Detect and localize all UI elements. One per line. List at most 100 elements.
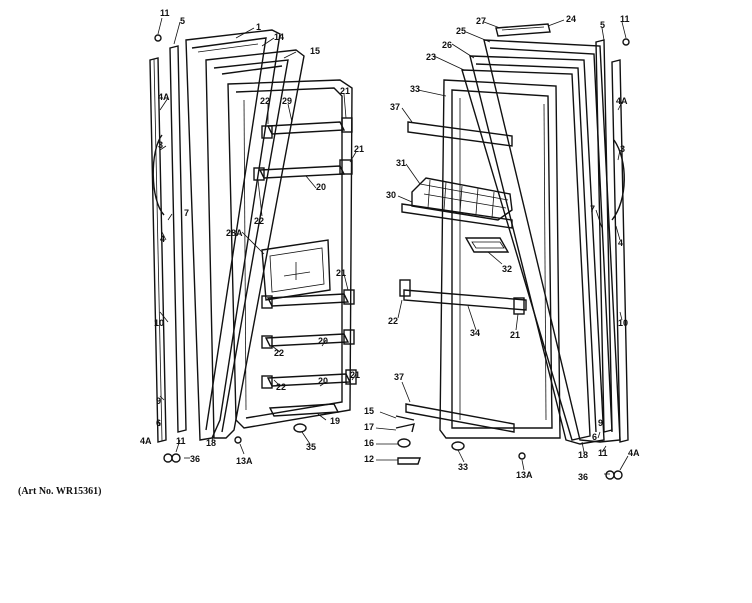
- callout: 9: [156, 396, 161, 406]
- callout: 11: [620, 14, 630, 24]
- freezer-inner-liner: [227, 79, 353, 429]
- callout: 20: [318, 336, 328, 346]
- fresh-food-door-assembly: [375, 19, 630, 480]
- callout: 28A: [226, 228, 243, 238]
- callout: 14: [274, 32, 284, 42]
- callout: 11: [176, 436, 186, 446]
- callout: 5: [180, 16, 185, 26]
- callout: 36: [578, 472, 588, 482]
- callout: 37: [390, 102, 400, 112]
- callout: 22: [254, 216, 264, 226]
- callout: 13A: [516, 470, 533, 480]
- callout: 4A: [628, 448, 640, 458]
- callout: 26: [442, 40, 452, 50]
- part-16-icon: [397, 438, 411, 448]
- part-15-icon: [395, 415, 415, 421]
- hinge-bushing-icon: [154, 34, 162, 42]
- callout: 31: [396, 158, 406, 168]
- callout: 22: [388, 316, 398, 326]
- callout: 11: [598, 448, 608, 458]
- dairy-compartment-grille: [411, 177, 513, 221]
- callout: 23: [426, 52, 436, 62]
- callout: 22: [276, 382, 286, 392]
- callout: 34: [470, 328, 480, 338]
- callout: 21: [340, 86, 350, 96]
- callout: 12: [364, 454, 374, 464]
- callout: 18: [578, 450, 588, 460]
- small-tray: [464, 237, 510, 253]
- callout: 7: [590, 204, 595, 214]
- callout: 21: [354, 144, 364, 154]
- freezer-door-assembly: [149, 17, 357, 463]
- callout: 7: [184, 208, 189, 218]
- callout: 17: [364, 422, 374, 432]
- fresh-shelf-bar-4: [405, 403, 515, 433]
- callout: 22: [260, 96, 270, 106]
- callout-labels: 11 5 1 14 15 22 29 21 4A 3 21 20 7 4 22 …: [140, 8, 640, 482]
- callout: 3: [620, 144, 625, 154]
- art-number-caption: (Art No. WR15361): [18, 486, 102, 497]
- hinge-strip-right: [595, 39, 613, 433]
- fresh-food-door-liner: [469, 55, 605, 445]
- fresh-shelf-bar-1: [407, 121, 513, 147]
- freezer-door-liner: [205, 49, 305, 439]
- freezer-shelf-bar-1: [266, 121, 346, 135]
- callout: 9: [598, 418, 603, 428]
- handle-right: [611, 139, 625, 221]
- callout: 15: [364, 406, 374, 416]
- fresh-food-inner-liner: [439, 79, 561, 439]
- freezer-shelf-bar-4: [264, 333, 350, 347]
- callout: 16: [364, 438, 374, 448]
- callout: 30: [386, 190, 396, 200]
- callout: 6: [156, 418, 161, 428]
- handle-left: [152, 134, 165, 216]
- callout: 4A: [140, 436, 152, 446]
- callout: 4A: [158, 92, 170, 102]
- part-33-icon: [451, 441, 465, 451]
- callout: 36: [190, 454, 200, 464]
- callout: 20: [318, 376, 328, 386]
- callout: 1: [256, 22, 261, 32]
- callout: 15: [310, 46, 320, 56]
- hinge-bushing-right-icon: [622, 38, 630, 46]
- callout: 29: [282, 96, 292, 106]
- callout: 3: [158, 140, 163, 150]
- callout: 24: [566, 14, 576, 24]
- callout: 22: [274, 348, 284, 358]
- callout: 4A: [616, 96, 628, 106]
- callout: 21: [336, 268, 346, 278]
- callout: 11: [160, 8, 170, 18]
- callout: 20: [316, 182, 326, 192]
- callout: 27: [476, 16, 486, 26]
- hinge-strip-left: [169, 45, 187, 433]
- fresh-shelf-bar-2: [401, 203, 513, 229]
- callout: 4: [160, 234, 165, 244]
- gasket-strip-left: [149, 57, 167, 443]
- callout: 33: [410, 84, 420, 94]
- fresh-food-outer-door: [483, 39, 621, 443]
- part-35-icon: [293, 423, 307, 433]
- hinge-pin-right-icon: [605, 470, 615, 480]
- callout: 6: [592, 432, 597, 442]
- callout: 19: [330, 416, 340, 426]
- callout: 18: [206, 438, 216, 448]
- callout: 4: [618, 238, 623, 248]
- callout: 35: [306, 442, 316, 452]
- callout: 10: [154, 318, 164, 328]
- callout: 10: [618, 318, 628, 328]
- gasket-strip-right: [611, 59, 629, 443]
- part-12-icon: [397, 457, 421, 465]
- fresh-shelf-bar-3: [403, 289, 527, 311]
- callout: 37: [394, 372, 404, 382]
- freezer-outer-door: [185, 29, 281, 441]
- callout: 32: [502, 264, 512, 274]
- hinge-pin-icon: [163, 453, 173, 463]
- top-trim: [495, 23, 551, 37]
- callout: 5: [600, 20, 605, 30]
- callout: 13A: [236, 456, 253, 466]
- dispenser-panel: [261, 239, 331, 301]
- callout: 21: [510, 330, 520, 340]
- callout: 33: [458, 462, 468, 472]
